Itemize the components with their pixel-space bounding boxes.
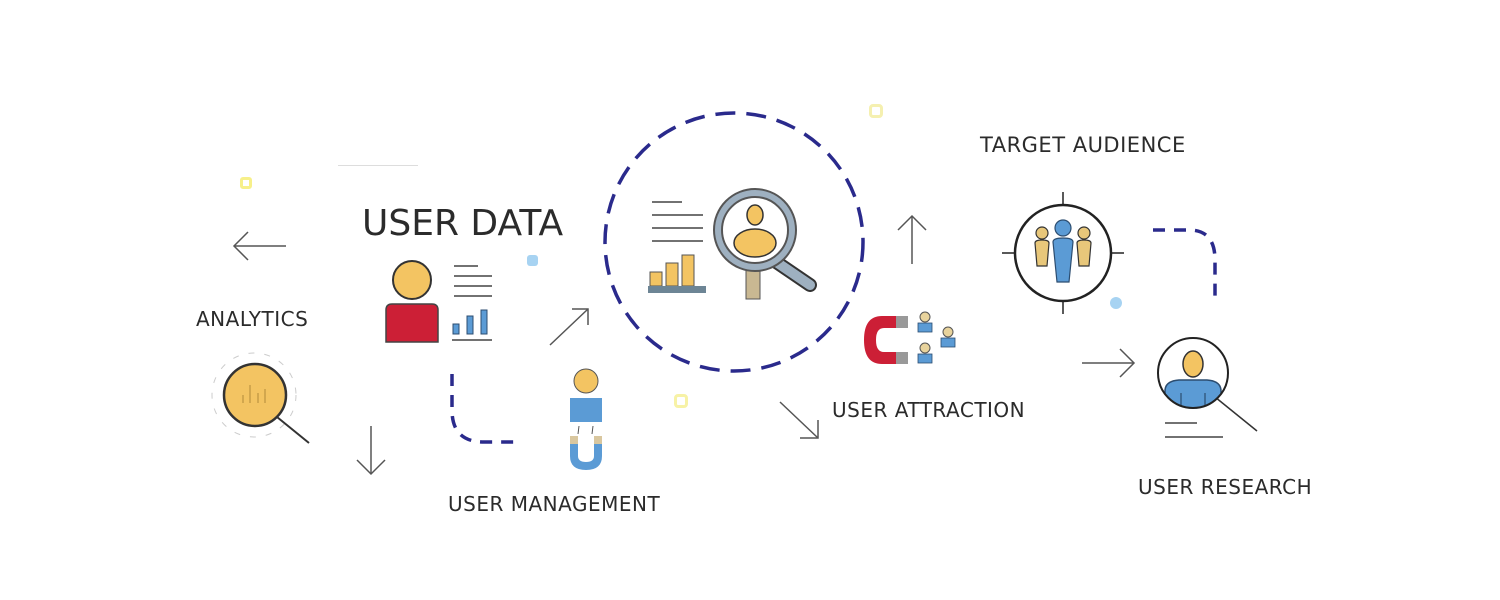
arrow-down-right-icon (779, 401, 819, 439)
dashed-connector (1153, 228, 1217, 300)
user-research-icon (1157, 337, 1258, 438)
user-search-report-icon (648, 188, 817, 300)
arrow-left-icon (232, 231, 286, 261)
decor-dot-blue (527, 255, 538, 266)
user-magnet-icon (570, 368, 602, 470)
central-dashed-circle (603, 111, 865, 373)
decor-dot-blue (1110, 297, 1122, 309)
user-research-label: USER RESEARCH (1138, 475, 1313, 499)
user-report-icon (385, 260, 492, 343)
user-attraction-label: USER ATTRACTION (832, 398, 1026, 422)
user-management-label: USER MANAGEMENT (448, 492, 661, 516)
arrow-right-icon (1082, 348, 1136, 378)
magnet-attract-users-icon (864, 311, 956, 364)
arrow-down-icon (356, 426, 386, 476)
arrow-up-right-icon (549, 308, 589, 346)
decor-dot-yellow (674, 394, 688, 408)
dashed-connector (450, 374, 518, 444)
analytics-label: ANALYTICS (196, 307, 309, 331)
decor-line (338, 165, 418, 166)
user-data-title: USER DATA (362, 203, 564, 244)
decor-dot-yellow (240, 177, 252, 189)
decor-dot-yellow (869, 104, 883, 118)
target-audience-icon (1002, 192, 1124, 314)
arrow-up-icon (897, 214, 927, 264)
target-audience-label: TARGET AUDIENCE (980, 133, 1186, 157)
magnifier-chart-icon (211, 352, 310, 444)
